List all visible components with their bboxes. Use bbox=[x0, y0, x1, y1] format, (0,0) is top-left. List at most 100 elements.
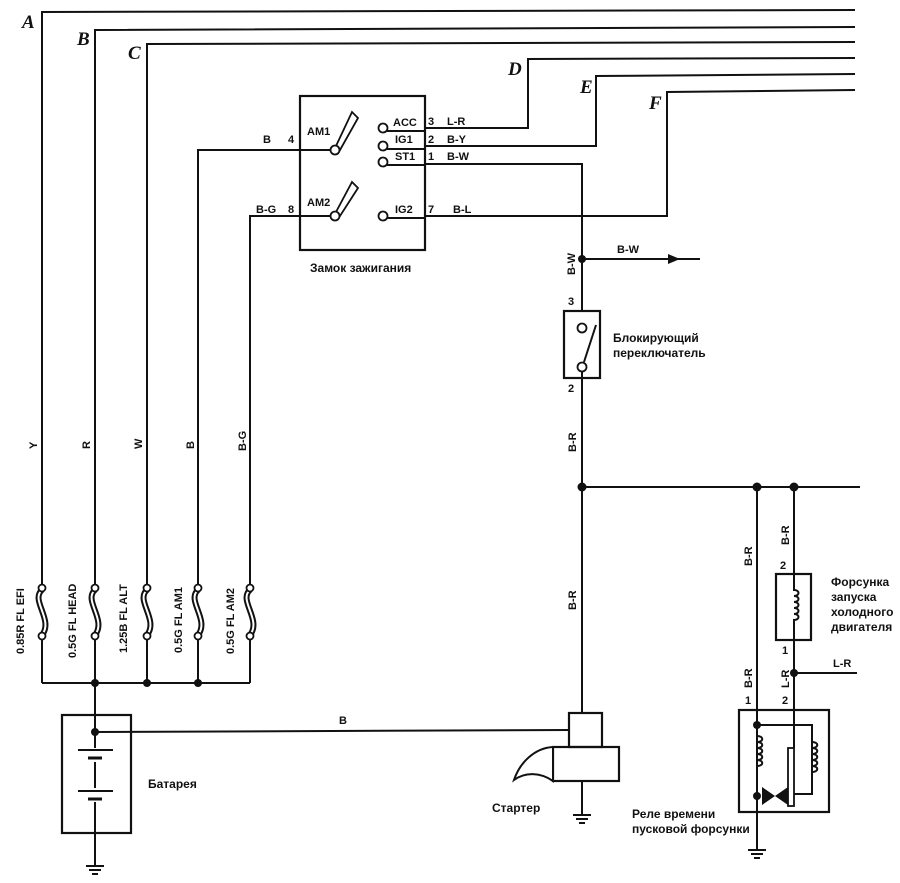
am2-pin: 8 bbox=[288, 204, 294, 216]
battery-starter-wire-label: B bbox=[339, 715, 347, 727]
starter-caption: Стартер bbox=[492, 801, 540, 815]
injector-in-wire-label: B-R bbox=[780, 525, 792, 545]
relay-left-wire-label: B-R bbox=[743, 668, 755, 688]
bus-e-wire bbox=[425, 73, 856, 147]
wire-bg-label: B-G bbox=[237, 431, 249, 451]
ig1-terminal bbox=[377, 140, 389, 152]
am2-feed-wire bbox=[249, 215, 300, 683]
diode-icon bbox=[762, 787, 775, 805]
bus-letter-a: A bbox=[21, 12, 35, 33]
fuse-am2 bbox=[243, 583, 257, 641]
acc-label: ACC bbox=[393, 117, 417, 129]
st1-vertical-wire-label: B-W bbox=[566, 252, 578, 275]
starter-feed-wire-label: B-R bbox=[567, 590, 579, 610]
injector-pin-top: 2 bbox=[780, 560, 786, 572]
fuse-am1 bbox=[191, 583, 205, 641]
injector-caption-3: холодного bbox=[831, 605, 893, 619]
am1-feed-wire bbox=[197, 149, 300, 683]
ground-icon bbox=[748, 849, 766, 859]
fuse-alt-label: 1.25B FL ALT bbox=[118, 584, 130, 653]
neutral-start-switch: 3 2 Блокирующий переключатель B-R bbox=[562, 296, 706, 485]
st1-wire-label: B-W bbox=[447, 151, 470, 163]
am2-terminal bbox=[329, 210, 341, 222]
st1-branch-wire-label: B-W bbox=[617, 244, 640, 256]
relay-pin-left: 1 bbox=[745, 695, 751, 707]
relay-coil-icon bbox=[756, 735, 764, 767]
fuse-am2-label: 0.5G FL AM2 bbox=[225, 588, 237, 654]
am1-label: AM1 bbox=[307, 126, 330, 138]
wire-b-label: B bbox=[185, 441, 197, 449]
fuse-alt bbox=[140, 583, 154, 641]
relay-pin-right: 2 bbox=[782, 695, 788, 707]
am1-switch-blade-icon bbox=[334, 110, 360, 152]
ignition-switch-caption: Замок зажигания bbox=[310, 261, 411, 275]
bus-letter-f: F bbox=[648, 93, 662, 114]
wire-y-label: Y bbox=[28, 441, 40, 449]
bus-b-wire bbox=[94, 26, 856, 683]
injector-coil-icon bbox=[793, 574, 800, 640]
ig1-pin: 2 bbox=[428, 134, 434, 146]
neutral-switch-caption-2: переключатель bbox=[613, 346, 706, 360]
bus-d-wire bbox=[425, 57, 856, 129]
neutral-switch-out-wire-label: B-R bbox=[567, 432, 579, 452]
fuse-junction-dot bbox=[143, 679, 151, 687]
battery-caption: Батарея bbox=[148, 777, 197, 791]
battery-starter-wire bbox=[94, 729, 570, 733]
am1-terminal bbox=[329, 144, 341, 156]
fuse-efi bbox=[35, 583, 49, 641]
ig2-pin: 7 bbox=[428, 204, 434, 216]
neutral-switch-pin-top: 3 bbox=[568, 296, 574, 308]
injector-pin-bottom: 1 bbox=[782, 645, 788, 657]
neutral-switch-terminal-top bbox=[576, 322, 588, 334]
injector-caption-4: двигателя bbox=[831, 620, 892, 634]
arrow-right-icon bbox=[668, 254, 680, 264]
relay-bimetal-contact bbox=[787, 747, 795, 807]
bus-a-wire bbox=[41, 9, 856, 683]
ig1-label: IG1 bbox=[395, 134, 413, 146]
starter-solenoid bbox=[567, 711, 604, 749]
ignition-switch-body bbox=[298, 94, 427, 252]
am2-switch-blade-icon bbox=[334, 180, 360, 218]
injector-branch-wire-label: L-R bbox=[833, 658, 851, 670]
am1-pin: 4 bbox=[288, 134, 295, 146]
injector-caption-1: Форсунка bbox=[831, 575, 890, 589]
wire-w-label: W bbox=[133, 438, 145, 449]
ground-icon bbox=[573, 814, 591, 824]
ig2-terminal bbox=[377, 210, 389, 222]
wire-r-label: R bbox=[81, 441, 93, 449]
bus-wires bbox=[41, 9, 856, 683]
st1-terminal bbox=[377, 156, 389, 168]
ig2-label: IG2 bbox=[395, 204, 413, 216]
bus-c-wire bbox=[146, 41, 856, 683]
am2-label: AM2 bbox=[307, 197, 330, 209]
acc-terminal bbox=[377, 122, 389, 134]
am2-wire-label: B-G bbox=[256, 204, 276, 216]
fuse-block bbox=[35, 583, 257, 641]
fuse-head bbox=[88, 583, 102, 641]
cold-start-injector: B-R 2 1 L-R L-R Форсунка запуска холодно… bbox=[774, 487, 893, 712]
battery-case bbox=[60, 713, 133, 835]
diode-icon bbox=[775, 787, 788, 805]
acc-wire-label: L-R bbox=[447, 116, 465, 128]
ground-icon bbox=[86, 865, 104, 875]
ig1-wire-label: B-Y bbox=[447, 134, 467, 146]
injector-out-wire-label: L-R bbox=[780, 670, 792, 688]
relay-case bbox=[737, 708, 831, 814]
fuse-junction-dot bbox=[194, 679, 202, 687]
neutral-switch-caption-1: Блокирующий bbox=[613, 331, 699, 345]
neutral-switch-terminal-bottom bbox=[576, 361, 588, 373]
bus-letter-c: C bbox=[128, 43, 141, 64]
bus-letter-e: E bbox=[579, 77, 593, 98]
acc-pin: 3 bbox=[428, 116, 434, 128]
injector-caption-2: запуска bbox=[831, 590, 877, 604]
st1-pin: 1 bbox=[428, 151, 434, 163]
neutral-switch-pin-bottom: 2 bbox=[568, 383, 574, 395]
relay-caption-1: Реле времени bbox=[632, 807, 715, 821]
bus-letter-d: D bbox=[507, 59, 522, 80]
relay-heater-coil-icon bbox=[811, 741, 819, 773]
fuse-head-label: 0.5G FL HEAD bbox=[67, 584, 79, 658]
start-injector-time-relay: B-R B-R 1 2 Реле времени пусковой форсун… bbox=[632, 487, 831, 859]
starter-body bbox=[551, 745, 621, 783]
relay-junction-dot bbox=[753, 792, 761, 800]
